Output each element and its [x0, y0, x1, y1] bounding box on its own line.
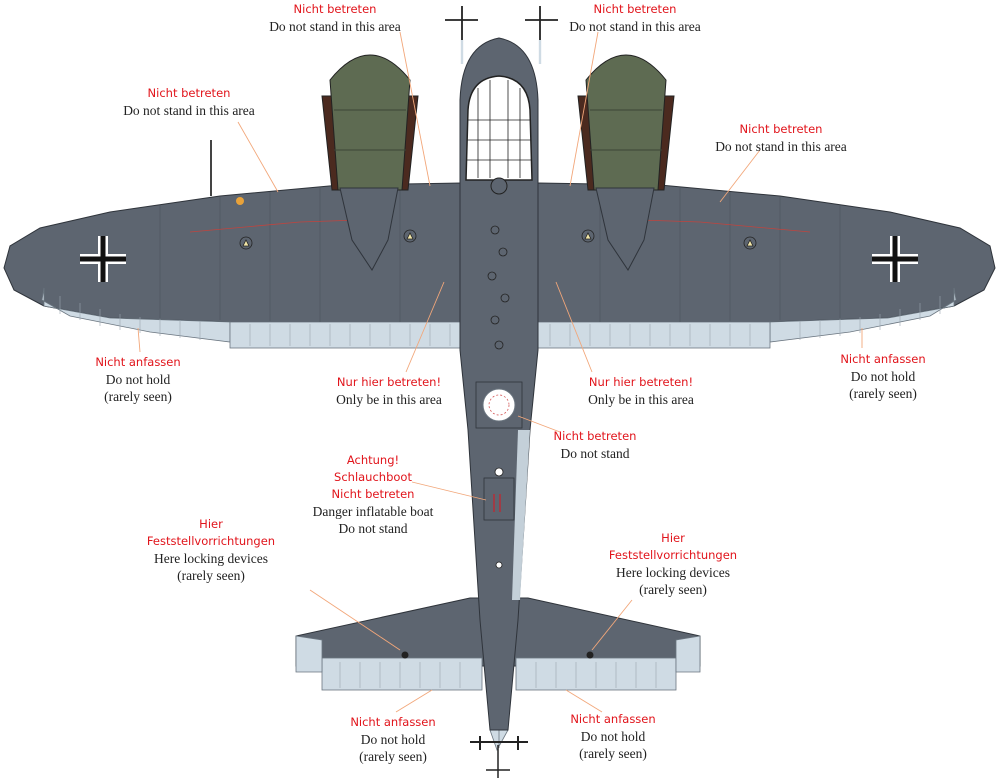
label-en: Do not hold: [105, 372, 171, 387]
label-en-note: (rarely seen): [639, 582, 707, 597]
label-lock-left: Hier Feststellvorrichtungen Here locking…: [136, 516, 286, 584]
lock-point-right: [586, 651, 594, 659]
lock-point-left: [401, 651, 409, 659]
label-de: Nicht anfassen: [570, 712, 656, 726]
label-aileron-left: Nicht anfassen Do not hold (rarely seen): [78, 354, 198, 405]
label-de: Achtung!: [346, 453, 400, 467]
label-en: Here locking devices: [154, 551, 268, 566]
leader-lines: [137, 31, 863, 713]
label-de-2: Schlauchboot: [334, 470, 412, 484]
flap-right: [537, 321, 771, 349]
label-nose-left: Nicht betreten Do not stand in this area: [260, 1, 410, 35]
label-en-2: Do not stand: [338, 521, 408, 536]
label-de: Nicht anfassen: [350, 715, 436, 729]
fuselage: [459, 37, 539, 731]
label-de: Nicht betreten: [293, 2, 377, 16]
fuselage-underside-right: [512, 430, 530, 600]
label-de: Nicht betreten: [593, 2, 677, 16]
label-de: Nur hier betreten!: [336, 375, 442, 389]
label-en-note: (rarely seen): [177, 568, 245, 583]
label-elevator-left: Nicht anfassen Do not hold (rarely seen): [333, 714, 453, 765]
label-fuselage-hatch: Nicht betreten Do not stand: [545, 428, 645, 462]
dorsal-hatch: [482, 388, 516, 422]
label-wing-root-left: Nicht betreten Do not stand in this area: [114, 85, 264, 119]
label-en: Only be in this area: [336, 392, 442, 407]
nacelle-left: [321, 54, 419, 271]
label-de: Nur hier betreten!: [588, 375, 694, 389]
cockpit-canopy: [465, 75, 533, 181]
label-en: Do not stand in this area: [269, 19, 401, 34]
label-en: Danger inflatable boat: [312, 504, 434, 519]
label-en: Do not stand: [560, 446, 630, 461]
nacelle-right: [577, 54, 675, 271]
label-en: Do not stand in this area: [123, 103, 255, 118]
label-en: Do not hold: [580, 729, 646, 744]
wing-right: [537, 182, 996, 349]
label-en: Here locking devices: [616, 565, 730, 580]
label-dinghy: Achtung! Schlauchboot Nicht betreten Dan…: [298, 452, 448, 537]
label-wing-root-right: Nicht betreten Do not stand in this area: [706, 121, 856, 155]
label-de: Nicht betreten: [147, 86, 231, 100]
label-en: Do not stand in this area: [715, 139, 847, 154]
label-nose-right: Nicht betreten Do not stand in this area: [560, 1, 710, 35]
label-de: Hier: [199, 517, 223, 531]
label-de-2: Feststellvorrichtungen: [608, 548, 738, 562]
label-de: Nicht anfassen: [840, 352, 926, 366]
label-de-3: Nicht betreten: [331, 487, 415, 501]
label-walk-right: Nur hier betreten! Only be in this area: [576, 374, 706, 408]
label-en-note: (rarely seen): [849, 386, 917, 401]
label-en-note: (rarely seen): [104, 389, 172, 404]
label-en: Do not hold: [360, 732, 426, 747]
label-de-2: Feststellvorrichtungen: [146, 534, 276, 548]
label-de: Nicht betreten: [739, 122, 823, 136]
tail-tip-right: [675, 635, 701, 673]
label-en: Do not stand in this area: [569, 19, 701, 34]
dinghy-hatch: [483, 477, 515, 521]
label-en: Only be in this area: [588, 392, 694, 407]
elevator-left: [321, 657, 483, 691]
label-de: Nicht betreten: [553, 429, 637, 443]
flap-left: [229, 321, 463, 349]
tail-tip-left: [295, 635, 323, 673]
label-elevator-right: Nicht anfassen Do not hold (rarely seen): [553, 711, 673, 762]
label-walk-left: Nur hier betreten! Only be in this area: [324, 374, 454, 408]
label-de: Hier: [661, 531, 685, 545]
label-de: Nicht anfassen: [95, 355, 181, 369]
label-en: Do not hold: [850, 369, 916, 384]
label-lock-right: Hier Feststellvorrichtungen Here locking…: [598, 530, 748, 598]
label-en-note: (rarely seen): [579, 746, 647, 761]
nose-antenna: [445, 6, 558, 64]
label-aileron-right: Nicht anfassen Do not hold (rarely seen): [823, 351, 943, 402]
label-en-note: (rarely seen): [359, 749, 427, 764]
walk-markers: [239, 229, 757, 250]
